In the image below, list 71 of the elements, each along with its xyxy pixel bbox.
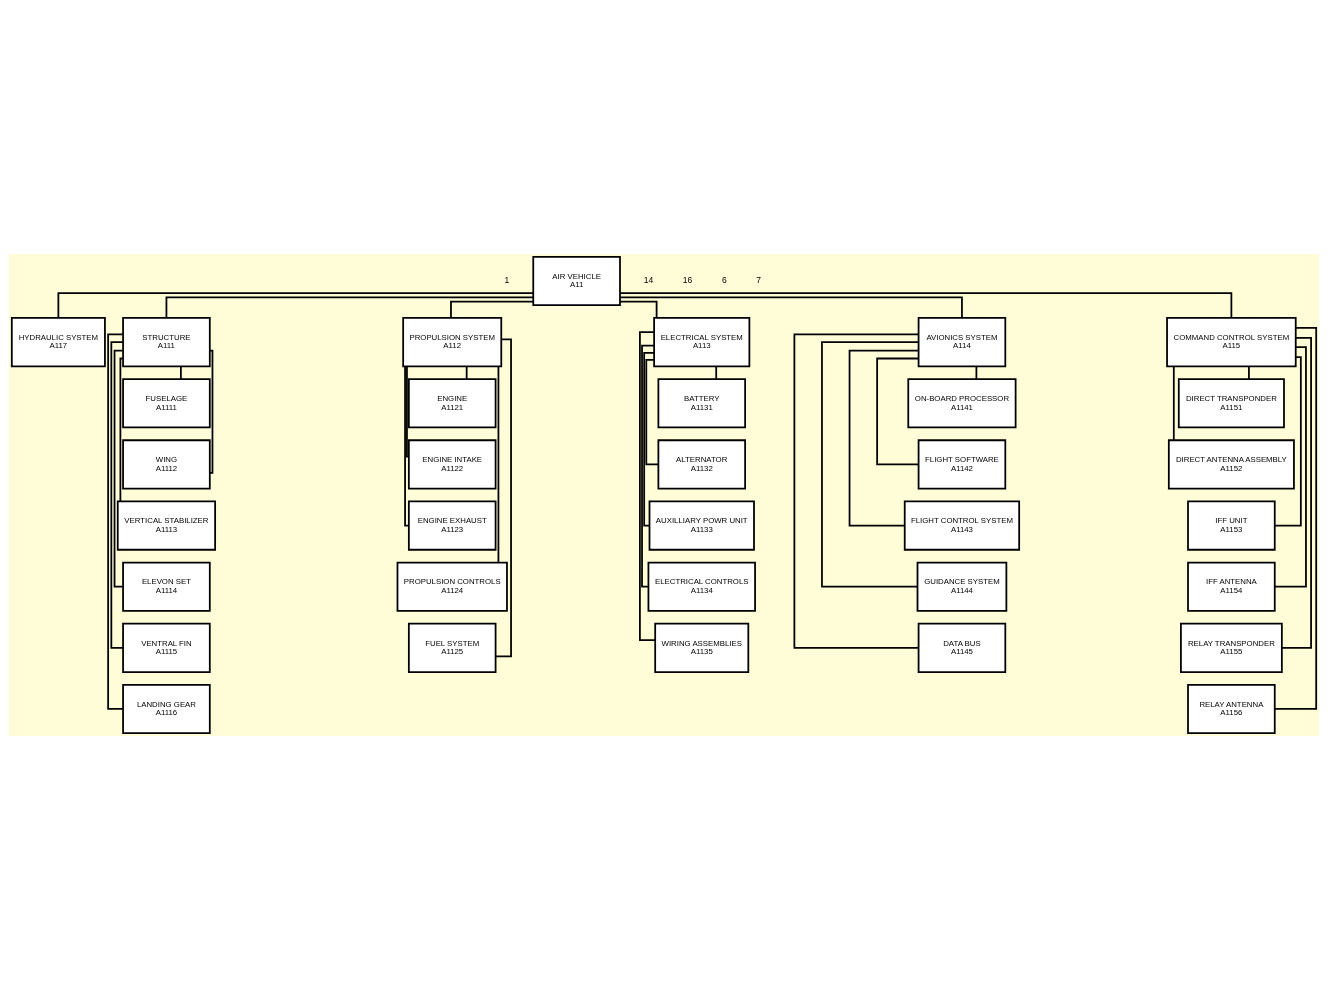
node-box: ENGINE A1121 — [407, 377, 497, 428]
node-box: BATTERY A1131 — [657, 377, 746, 428]
node-box: IFF ANTENNA A1154 — [1187, 561, 1276, 612]
node-box: IFF UNIT A1153 — [1187, 500, 1276, 551]
connector — [876, 357, 920, 465]
node-box: RELAY TRANSPONDER A1155 — [1180, 622, 1283, 673]
node-box: ELEVON SET A1114 — [122, 561, 211, 612]
connector — [450, 300, 534, 319]
connector — [465, 365, 468, 380]
connector — [165, 296, 534, 319]
node-box: FUSELAGE A1111 — [122, 377, 211, 428]
label: 7 — [756, 274, 761, 285]
connector — [619, 296, 963, 319]
node-box: VERTICAL STABILIZER A1113 — [116, 500, 216, 551]
node-box: ON-BOARD PROCESSOR A1141 — [907, 377, 1017, 428]
connector — [494, 337, 512, 657]
connector — [406, 365, 410, 457]
connector — [113, 349, 124, 588]
connector — [643, 351, 655, 526]
node-box: AVIONICS SYSTEM A114 — [917, 316, 1007, 367]
connector — [645, 358, 660, 465]
connector — [1273, 345, 1307, 588]
node-box: ENGINE EXHAUST A1123 — [407, 500, 497, 551]
node-box: LANDING GEAR A1116 — [122, 683, 211, 734]
connector — [1273, 326, 1318, 710]
connector — [821, 340, 920, 588]
label: 6 — [722, 274, 727, 285]
node-box: ALTERNATOR A1132 — [657, 438, 746, 489]
node-box: VENTRAL FIN A1115 — [122, 622, 211, 673]
node-box: HYDRAULIC SYSTEM A117 — [10, 316, 106, 367]
node-box: RELAY ANTENNA A1156 — [1187, 683, 1276, 734]
node-box: ENGINE INTAKE A1122 — [407, 438, 497, 489]
node-box: GUIDANCE SYSTEM A1144 — [916, 561, 1008, 612]
connector — [497, 365, 500, 563]
node-box: FLIGHT SOFTWARE A1142 — [917, 438, 1007, 489]
node-box: FUEL SYSTEM A1125 — [407, 622, 497, 673]
node-box: ELECTRICAL SYSTEM A113 — [653, 316, 751, 367]
node-box: DIRECT ANTENNA ASSEMBLY A1152 — [1167, 438, 1295, 489]
connector — [1172, 365, 1175, 441]
connector — [619, 300, 658, 319]
connector — [404, 365, 410, 526]
connector — [1281, 336, 1312, 649]
label: 14 — [643, 274, 654, 285]
connector — [1248, 365, 1250, 380]
label: 16 — [682, 274, 693, 285]
connector — [57, 291, 534, 319]
node-box: DIRECT TRANSPONDER A1151 — [1177, 377, 1285, 428]
node-box: WIRING ASSEMBLIES A1135 — [654, 622, 750, 673]
node-box: WING A1112 — [122, 438, 211, 489]
connector — [641, 344, 655, 588]
label: 1 — [504, 274, 510, 285]
connector — [639, 330, 656, 641]
connector — [119, 357, 124, 502]
connector — [110, 340, 124, 649]
node-box: PROPULSION SYSTEM A112 — [402, 316, 503, 367]
connector — [209, 349, 214, 474]
connector — [107, 332, 124, 710]
node-box: DATA BUS A1145 — [917, 622, 1007, 673]
node-box: COMMAND CONTROL SYSTEM A115 — [1166, 316, 1297, 367]
node-box: PROPULSION CONTROLS A1124 — [396, 561, 508, 612]
node-box: STRUCTURE A111 — [122, 316, 211, 367]
node-box: AIR VEHICLE A11 — [532, 255, 621, 306]
connector — [848, 349, 920, 526]
connector — [180, 365, 182, 380]
connector — [793, 332, 920, 649]
connector — [619, 291, 1233, 319]
node-box: AUXILLIARY POWR UNIT A1133 — [648, 500, 755, 551]
connector — [1273, 355, 1302, 526]
node-box: FLIGHT CONTROL SYSTEM A1143 — [903, 500, 1021, 551]
connector — [715, 365, 718, 380]
node-box: ELECTRICAL CONTROLS A1134 — [647, 561, 756, 612]
